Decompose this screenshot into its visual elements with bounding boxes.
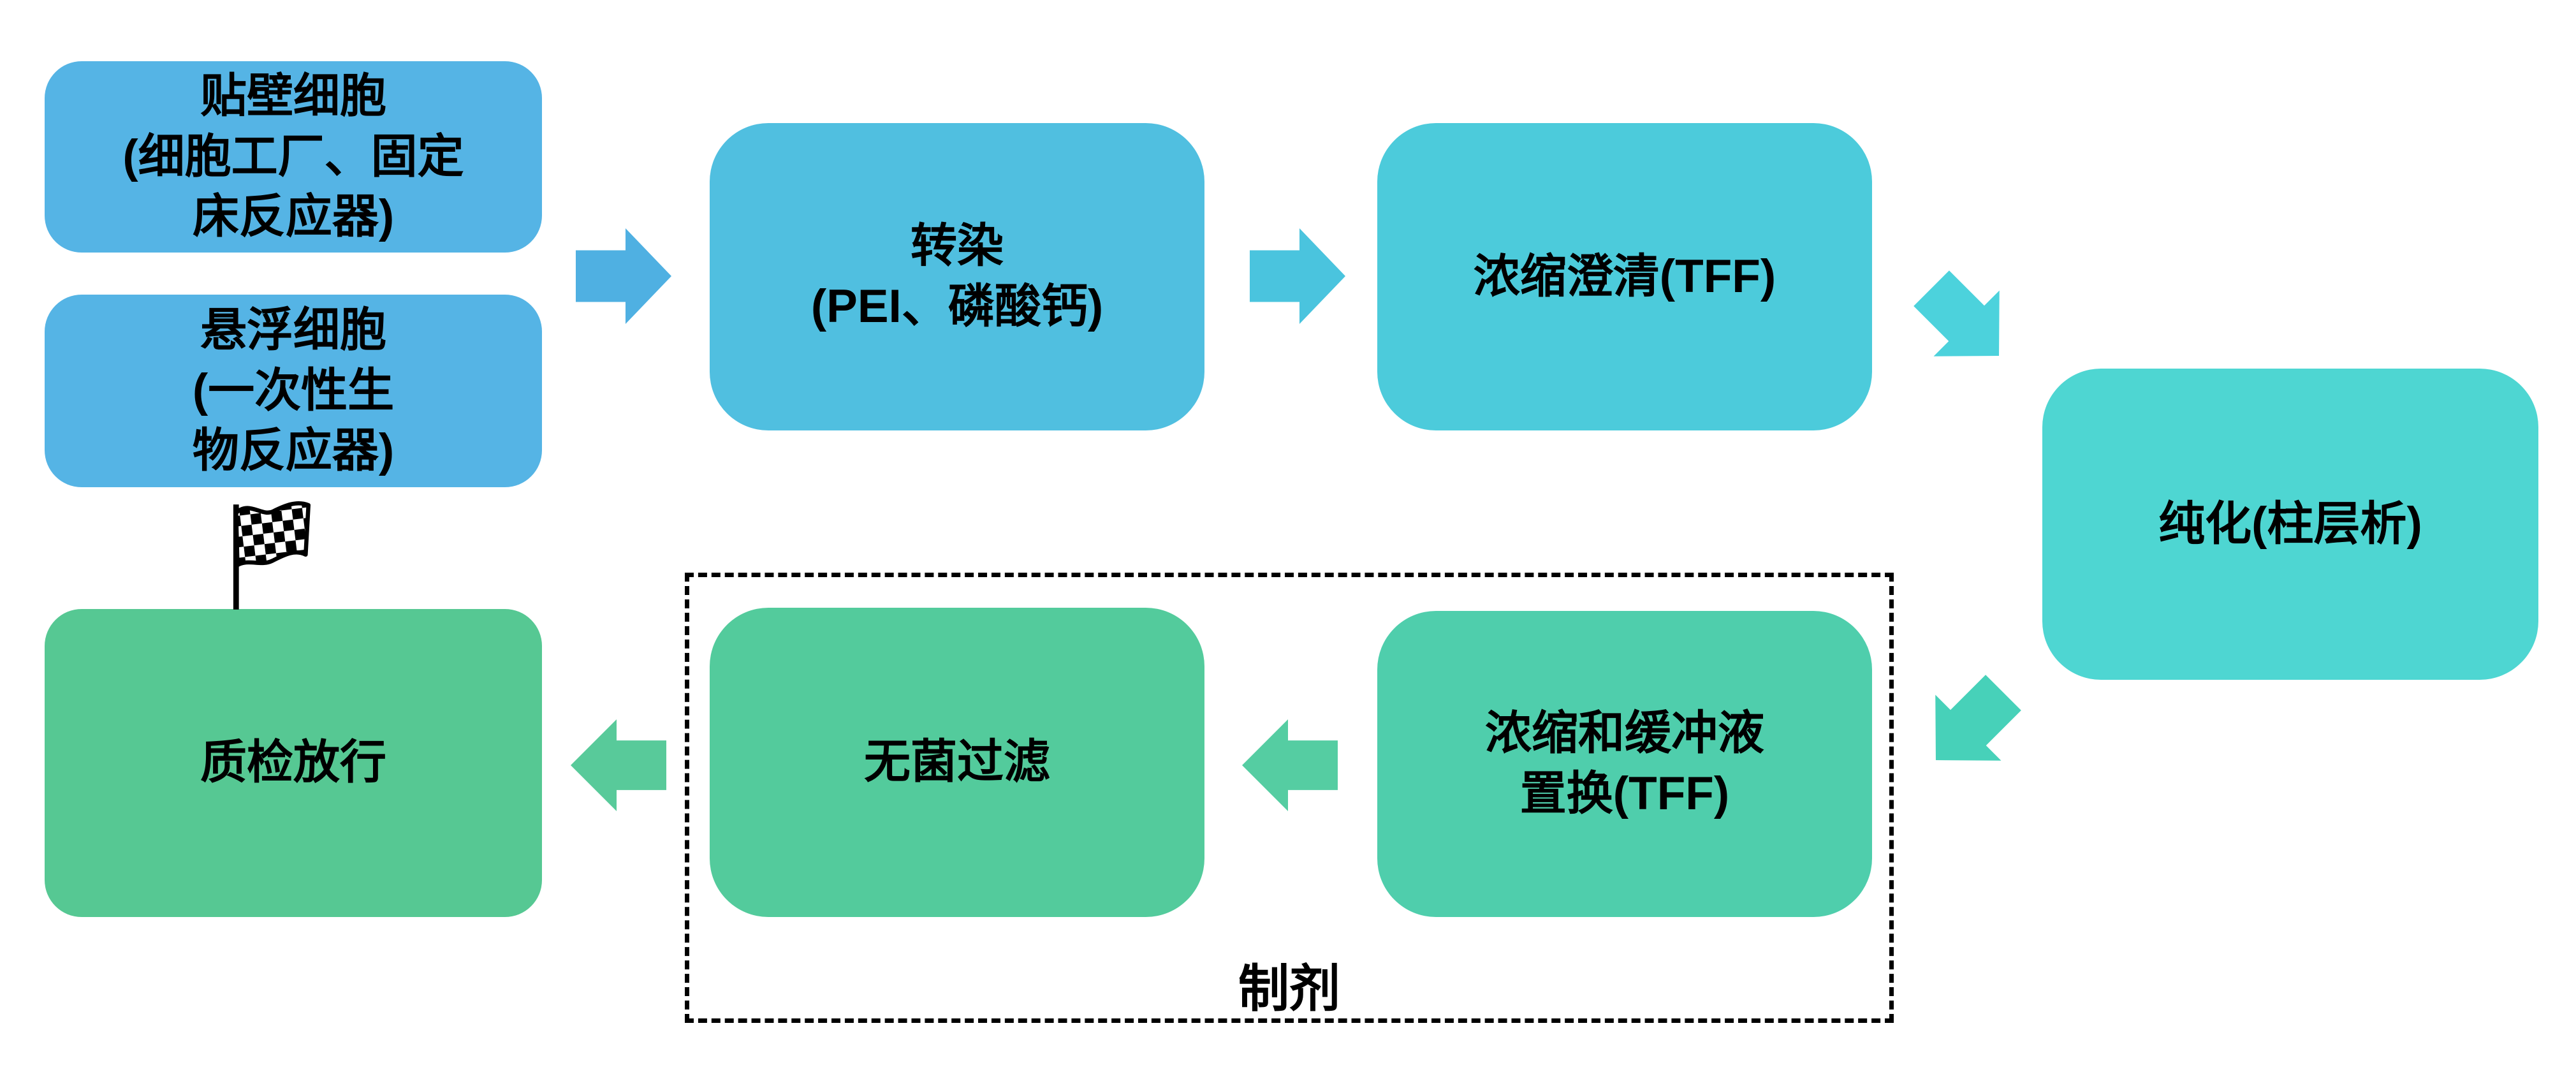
node-concentration-buffer-exchange-tff: 浓缩和缓冲液 置换(TFF) [1377, 611, 1872, 917]
node-transfection-label: 转染 (PEI、磷酸钙) [810, 220, 1104, 332]
node-qc-release-label: 质检放行 [200, 737, 386, 789]
arrow-cells-to-transfection [576, 228, 671, 324]
arrow-sterile-filtration-to-qc-release [571, 719, 666, 811]
formulation-group-outline [685, 573, 1894, 1023]
node-suspension-cells-label: 悬浮细胞 (一次性生 物反应器) [192, 304, 395, 477]
node-concentration-buffer-exchange-tff-label: 浓缩和缓冲液 置换(TFF) [1485, 707, 1764, 819]
formulation-group-label: 制剂 [1238, 960, 1340, 1017]
checkered-flag-icon [233, 501, 311, 610]
node-adherent-cells: 贴壁细胞 (细胞工厂、固定 床反应器) [45, 61, 542, 253]
arrow-clarification-to-purification [1898, 255, 2031, 388]
node-concentration-clarification-tff-label: 浓缩澄清(TFF) [1473, 250, 1776, 302]
node-qc-release: 质检放行 [45, 609, 542, 917]
arrow-transfection-to-clarification [1250, 228, 1345, 324]
node-sterile-filtration: 无菌过滤 [710, 608, 1204, 917]
node-purification-column: 纯化(柱层析) [2042, 369, 2538, 680]
node-adherent-cells-label: 贴壁细胞 (细胞工厂、固定 床反应器) [122, 70, 464, 243]
node-sterile-filtration-label: 无菌过滤 [864, 736, 1050, 788]
node-suspension-cells: 悬浮细胞 (一次性生 物反应器) [45, 295, 542, 487]
node-transfection: 转染 (PEI、磷酸钙) [710, 123, 1204, 430]
node-purification-column-label: 纯化(柱层析) [2158, 497, 2422, 550]
arrow-purification-to-buffer-exchange [1903, 659, 2036, 793]
node-concentration-clarification-tff: 浓缩澄清(TFF) [1377, 123, 1872, 430]
